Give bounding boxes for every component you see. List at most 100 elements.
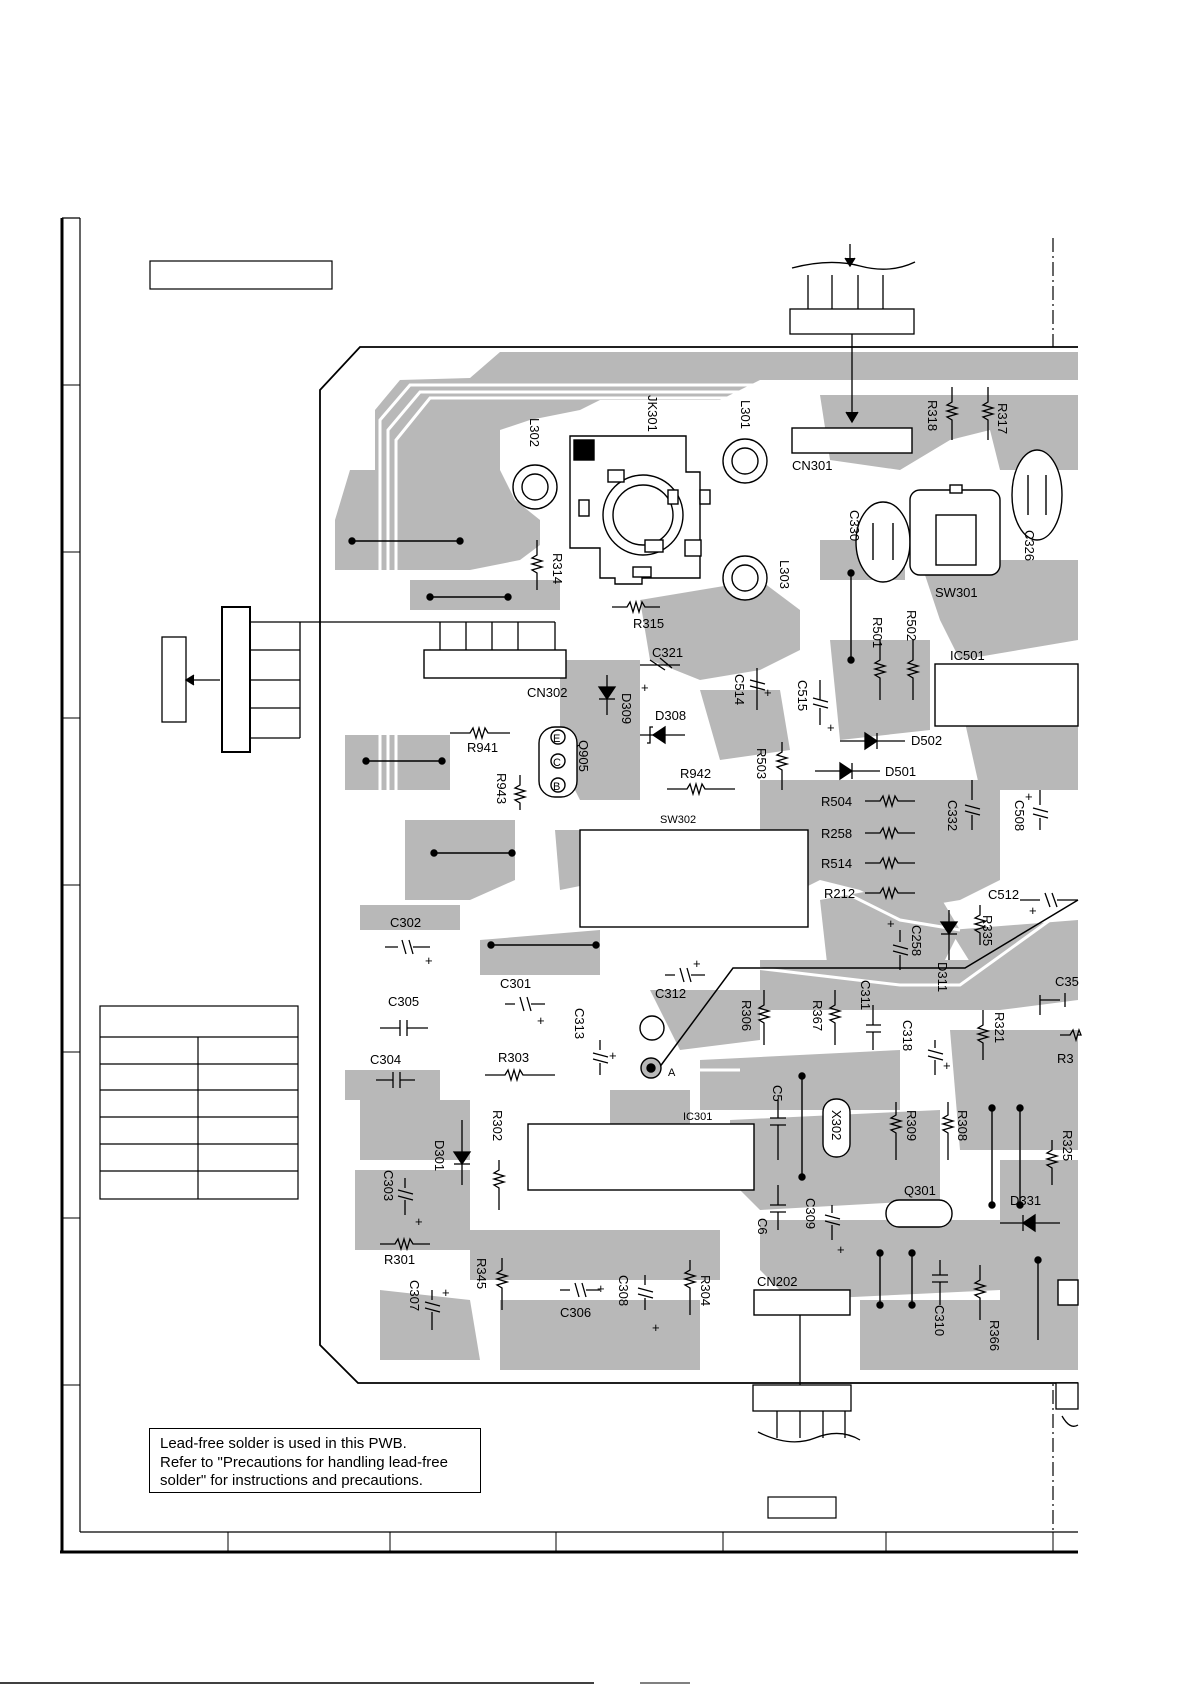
label-c326: C326 xyxy=(1022,530,1037,561)
svg-text:+: + xyxy=(943,1058,951,1073)
resistors xyxy=(380,387,1082,1320)
svg-text:+: + xyxy=(827,720,835,735)
legend-table xyxy=(99,1005,299,1200)
label-r315: R315 xyxy=(633,616,664,631)
label-r317: R317 xyxy=(995,403,1010,434)
title-box xyxy=(149,260,333,290)
label-c311: C311 xyxy=(858,980,873,1010)
label-d311: D311 xyxy=(935,962,950,992)
label-ic501: IC501 xyxy=(950,648,985,663)
svg-text:+: + xyxy=(609,1048,617,1063)
svg-text:+: + xyxy=(837,1242,845,1257)
svg-text:+: + xyxy=(597,1281,605,1296)
lead-free-note-line-3: solder" for instructions and precautions… xyxy=(160,1472,423,1489)
label-cn302: CN302 xyxy=(527,685,567,700)
svg-text:+: + xyxy=(425,953,433,968)
label-ic301: IC301 xyxy=(683,1111,712,1123)
label-c306: C306 xyxy=(560,1305,591,1320)
label-d501: D501 xyxy=(885,764,916,779)
label-r306: R306 xyxy=(739,1000,754,1031)
label-r335: R335 xyxy=(980,915,995,946)
label-r502: R502 xyxy=(904,610,919,641)
label-q301: Q301 xyxy=(904,1183,936,1198)
label-r309: R309 xyxy=(904,1110,919,1141)
label-r367: R367 xyxy=(810,1000,825,1031)
label-r514: R514 xyxy=(821,856,852,871)
left-connector xyxy=(161,606,556,753)
label-r942: R942 xyxy=(680,766,711,781)
label-r503: R503 xyxy=(754,748,769,779)
label-a: A xyxy=(668,1067,676,1079)
label-d502: D502 xyxy=(911,733,942,748)
label-x302: X302 xyxy=(829,1110,844,1140)
svg-text:+: + xyxy=(764,685,772,700)
svg-text:+: + xyxy=(415,1214,423,1229)
svg-text:+: + xyxy=(887,916,895,931)
label-c35: C35 xyxy=(1055,974,1079,989)
label-c: C xyxy=(553,757,561,769)
label-r318: R318 xyxy=(925,400,940,431)
label-c330: C330 xyxy=(847,510,862,541)
label-c6: C6 xyxy=(755,1218,770,1235)
label-c301: C301 xyxy=(500,976,531,991)
bottom-connector xyxy=(752,1294,1079,1443)
jumpers xyxy=(348,537,1042,1340)
lead-free-note: Lead-free solder is used in this PWB. Re… xyxy=(149,1428,481,1493)
label-l302: L302 xyxy=(527,418,542,447)
label-d331: D331 xyxy=(1010,1193,1041,1208)
label-c508: C508 xyxy=(1012,800,1027,831)
label-c303: C303 xyxy=(381,1170,396,1201)
label-r941: R941 xyxy=(467,740,498,755)
label-r3: R3 xyxy=(1057,1051,1074,1066)
capacitors xyxy=(376,657,1078,1330)
label-r321: R321 xyxy=(992,1012,1007,1043)
svg-text:+: + xyxy=(1029,903,1037,918)
label-c512: C512 xyxy=(988,887,1019,902)
svg-text:+: + xyxy=(652,1320,660,1335)
drawing-frame xyxy=(0,217,1078,1684)
diodes xyxy=(452,675,1060,1233)
label-c313: C313 xyxy=(572,1008,587,1039)
label-r501: R501 xyxy=(870,617,885,648)
label-c307: C307 xyxy=(407,1280,422,1311)
lead-free-note-line-1: Lead-free solder is used in this PWB. xyxy=(160,1435,407,1452)
component-labels: JK301 L301 L302 L303 CN301 R318 R317 C33… xyxy=(370,395,1079,1351)
traces xyxy=(378,383,1079,1072)
label-c304: C304 xyxy=(370,1052,401,1067)
label-r301: R301 xyxy=(384,1252,415,1267)
label-r302: R302 xyxy=(490,1110,505,1141)
label-c332: C332 xyxy=(945,800,960,831)
label-c305: C305 xyxy=(388,994,419,1009)
label-c310: C310 xyxy=(932,1305,947,1336)
label-b: B xyxy=(553,781,560,793)
svg-text:+: + xyxy=(442,1285,450,1300)
label-r212: R212 xyxy=(824,886,855,901)
label-l303: L303 xyxy=(777,560,792,589)
label-q905: Q905 xyxy=(576,740,591,772)
label-d309: D309 xyxy=(619,693,634,724)
label-r314: R314 xyxy=(550,553,565,584)
polarity-marks: +++ +++ +++ +++ +++ + xyxy=(415,680,1037,1335)
label-c514: C514 xyxy=(732,674,747,705)
components xyxy=(423,427,1079,1316)
label-sw301: SW301 xyxy=(935,585,978,600)
lead-free-note-line-2: Refer to "Precautions for handling lead-… xyxy=(160,1453,448,1471)
label-c309: C309 xyxy=(803,1198,818,1229)
label-l301: L301 xyxy=(738,400,753,429)
label-c312: C312 xyxy=(655,986,686,1001)
label-c515: C515 xyxy=(795,680,810,711)
label-cn202: CN202 xyxy=(757,1274,797,1289)
top-connector xyxy=(789,244,916,424)
label-e: E xyxy=(553,733,560,745)
label-r366: R366 xyxy=(987,1320,1002,1351)
label-c318: C318 xyxy=(900,1020,915,1051)
svg-text:+: + xyxy=(641,680,649,695)
label-c321: C321 xyxy=(652,645,683,660)
label-c258: C258 xyxy=(909,925,924,956)
label-sw302: SW302 xyxy=(660,814,696,826)
label-r308: R308 xyxy=(955,1110,970,1141)
label-r303: R303 xyxy=(498,1050,529,1065)
svg-text:+: + xyxy=(537,1013,545,1028)
label-r304: R304 xyxy=(698,1275,713,1306)
